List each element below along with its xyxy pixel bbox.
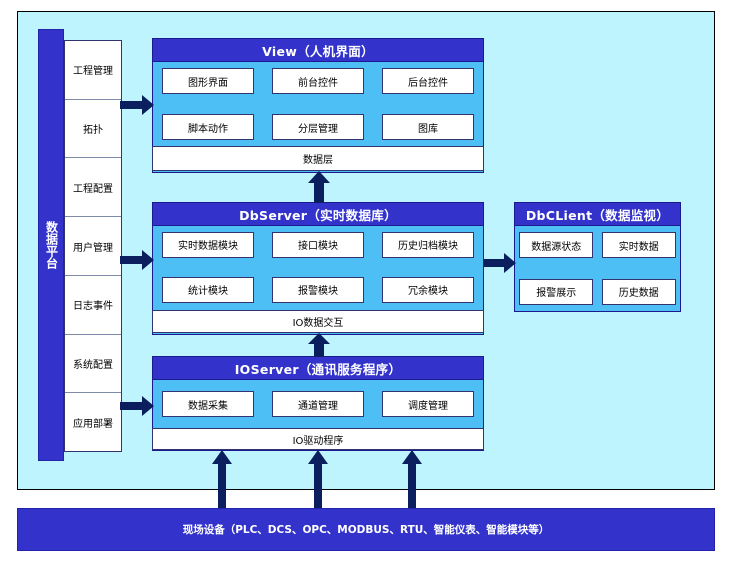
arrow-dbserver-to-view (308, 171, 330, 203)
dbclient-module-grid: 数据源状态 实时数据 报警展示 历史数据 (515, 226, 680, 311)
dbclient-module-realtime-data[interactable]: 实时数据 (601, 232, 676, 259)
ioserver-panel-title: IOServer（通讯服务程序） (153, 357, 483, 380)
module-label: 报警展示 (536, 288, 577, 300)
view-module-grid: 图形界面 前台控件 后台控件 脚本动作 分层管理 图库 (153, 62, 483, 146)
module-label: 接口模块 (298, 241, 338, 252)
module-label: 统计模块 (188, 286, 228, 297)
sidebar-item-label: 工程配置 (73, 183, 113, 195)
sidebar-item-topology[interactable]: 拓扑 (65, 99, 121, 159)
arrow-platform-to-view (120, 95, 154, 115)
ioserver-module-grid: 数据采集 通道管理 调度管理 (153, 380, 483, 428)
ioserver-driver-label: IO驱动程序 (292, 435, 344, 447)
sidebar-item-label: 工程管理 (73, 66, 113, 78)
dbclient-module-alarm-display[interactable]: 报警展示 (519, 278, 594, 305)
arrow-platform-to-ioserver (120, 396, 154, 416)
sidebar-item-log-events[interactable]: 日志事件 (65, 275, 121, 335)
arrow-devices-to-ioserver-right (402, 450, 422, 510)
ioserver-module-schedule-management[interactable]: 调度管理 (382, 391, 474, 417)
module-label: 后台控件 (408, 77, 448, 89)
module-label: 前台控件 (298, 77, 338, 89)
sidebar-item-label: 系统配置 (73, 359, 113, 371)
view-module-frontend-control[interactable]: 前台控件 (272, 68, 364, 94)
module-label: 数据采集 (188, 400, 228, 412)
view-data-layer-bar: 数据层 (152, 146, 484, 171)
sidebar-item-app-deploy[interactable]: 应用部署 (65, 393, 121, 452)
arrow-dbserver-to-dbclient (484, 253, 516, 273)
dbserver-module-statistics[interactable]: 统计模块 (162, 276, 254, 303)
platform-module-list: 工程管理 拓扑 工程配置 用户管理 日志事件 系统配置 应用部署 (64, 40, 122, 452)
sidebar-item-user-management[interactable]: 用户管理 (65, 217, 121, 276)
view-module-graphic-library[interactable]: 图库 (382, 114, 474, 140)
module-label: 调度管理 (408, 400, 448, 412)
module-label: 实时数据模块 (178, 241, 238, 252)
dbserver-module-redundancy[interactable]: 冗余模块 (382, 276, 474, 303)
ioserver-driver-bar: IO驱动程序 (152, 428, 484, 450)
view-module-layer-management[interactable]: 分层管理 (272, 114, 364, 140)
sidebar-item-system-config[interactable]: 系统配置 (65, 334, 121, 394)
sidebar-item-project-config[interactable]: 工程配置 (65, 158, 121, 218)
dbserver-module-interface[interactable]: 接口模块 (272, 231, 364, 258)
dbserver-io-exchange-bar: IO数据交互 (152, 310, 484, 333)
module-label: 通道管理 (298, 400, 338, 412)
data-platform-bar: 数据平台 (38, 29, 64, 461)
dbserver-module-history-archive[interactable]: 历史归档模块 (382, 231, 474, 258)
module-label: 脚本动作 (188, 123, 228, 135)
module-label: 实时数据 (618, 241, 659, 253)
module-label: 报警模块 (298, 286, 338, 297)
sidebar-item-project-management[interactable]: 工程管理 (65, 41, 121, 100)
field-devices-bar: 现场设备（PLC、DCS、OPC、MODBUS、RTU、智能仪表、智能模块等） (17, 508, 715, 551)
ioserver-module-data-acquisition[interactable]: 数据采集 (162, 391, 254, 417)
dbserver-module-grid: 实时数据模块 接口模块 历史归档模块 统计模块 报警模块 冗余模块 (153, 226, 483, 308)
module-label: 图形界面 (188, 77, 228, 89)
arrow-platform-to-dbserver (120, 250, 154, 270)
dbclient-panel-title: DbCLient（数据监视） (515, 203, 680, 226)
module-label: 分层管理 (298, 123, 338, 135)
view-panel-title: View（人机界面） (153, 39, 483, 62)
dbserver-module-alarm[interactable]: 报警模块 (272, 276, 364, 303)
ioserver-module-channel-management[interactable]: 通道管理 (272, 391, 364, 417)
sidebar-item-label: 用户管理 (73, 242, 113, 254)
module-label: 历史数据 (618, 288, 659, 300)
view-module-graphic-ui[interactable]: 图形界面 (162, 68, 254, 94)
dbclient-module-datasource-status[interactable]: 数据源状态 (519, 232, 594, 259)
sidebar-item-label: 拓扑 (83, 125, 103, 137)
arrow-ioserver-to-dbserver (308, 333, 330, 357)
dbserver-module-realtime-data[interactable]: 实时数据模块 (162, 231, 254, 258)
view-module-script-action[interactable]: 脚本动作 (162, 114, 254, 140)
module-label: 历史归档模块 (398, 241, 458, 252)
module-label: 冗余模块 (408, 286, 448, 297)
dbserver-io-exchange-label: IO数据交互 (292, 318, 344, 329)
dbclient-panel: DbCLient（数据监视） 数据源状态 实时数据 报警展示 历史数据 (514, 202, 681, 312)
view-module-backend-control[interactable]: 后台控件 (382, 68, 474, 94)
field-devices-label: 现场设备（PLC、DCS、OPC、MODBUS、RTU、智能仪表、智能模块等） (182, 524, 550, 536)
dbserver-panel-title: DbServer（实时数据库） (153, 203, 483, 226)
module-label: 数据源状态 (531, 241, 582, 253)
module-label: 图库 (418, 123, 438, 135)
view-data-layer-label: 数据层 (303, 155, 333, 166)
arrow-devices-to-ioserver-center (308, 450, 328, 510)
dbclient-module-history-data[interactable]: 历史数据 (601, 278, 676, 305)
arrow-devices-to-ioserver-left (212, 450, 232, 510)
sidebar-item-label: 日志事件 (73, 301, 113, 313)
sidebar-item-label: 应用部署 (73, 418, 113, 430)
